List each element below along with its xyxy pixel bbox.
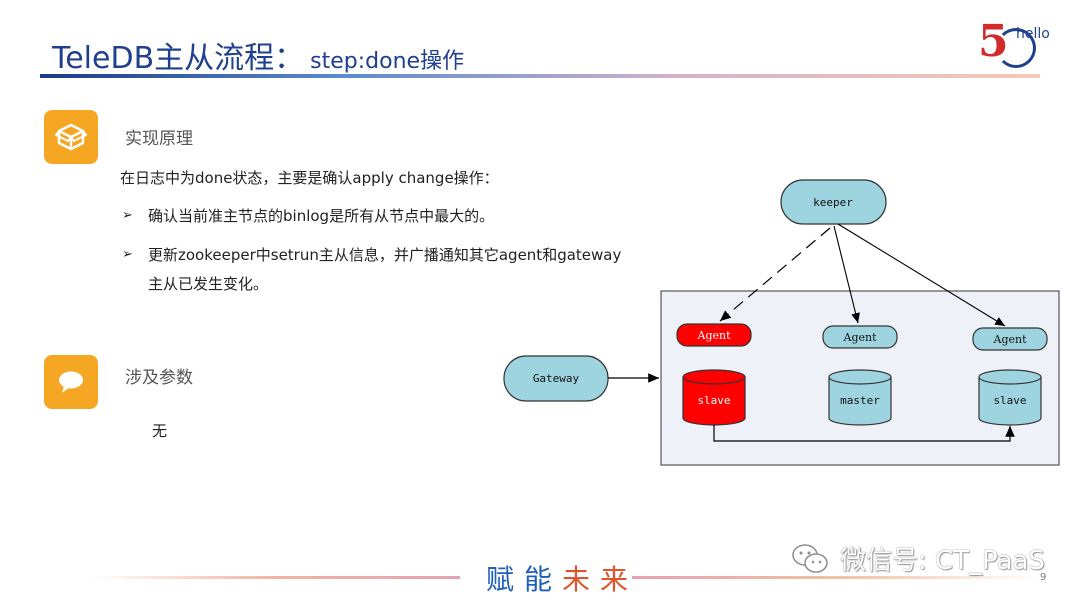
gateway-node: Gateway xyxy=(503,355,609,402)
5g-hello-logo: 5 hello xyxy=(978,16,1058,74)
arrow-bullet-icon: ➢ xyxy=(122,247,133,262)
keeper-to-agent-left-dashed-arrow xyxy=(719,227,831,322)
gateway-label: Gateway xyxy=(533,372,580,385)
title-sub: step:done操作 xyxy=(310,49,465,74)
footer-divider-left xyxy=(90,576,460,579)
keeper-node: keeper xyxy=(780,179,887,225)
keeper-to-agent-right-arrow xyxy=(837,223,1006,327)
slogan-part1: 赋能 xyxy=(486,563,563,596)
footer-slogan: 赋能未来 xyxy=(486,558,638,598)
page-title: TeleDB主从流程：step:done操作 xyxy=(52,33,464,77)
slogan-part2: 未来 xyxy=(562,563,639,596)
bullet-text: 更新zookeeper中setrun主从信息，并广播通知其它agent和gate… xyxy=(148,246,622,264)
agent-node-left: Agent xyxy=(676,323,752,347)
wechat-icon xyxy=(792,544,828,573)
database-label: master xyxy=(840,394,880,407)
agent-node-middle: Agent xyxy=(822,325,898,349)
logo-ring xyxy=(996,28,1036,68)
database-left-slave: slave xyxy=(682,369,746,426)
agent-label: Agent xyxy=(843,331,878,344)
section-heading-principle: 实现原理 xyxy=(125,129,193,149)
database-label: slave xyxy=(697,394,730,407)
title-main: TeleDB主从流程： xyxy=(52,41,305,76)
database-right-slave: slave xyxy=(978,369,1042,426)
bullet-text: 主从已发生变化。 xyxy=(148,275,269,293)
database-label: slave xyxy=(993,394,1026,407)
chat-bubble-icon xyxy=(44,355,98,409)
database-middle-master: master xyxy=(828,369,892,426)
page-number: 9 xyxy=(1040,572,1047,583)
logo-word: hello xyxy=(1016,26,1050,42)
section-heading-params: 涉及参数 xyxy=(125,368,193,388)
title-underline xyxy=(40,74,1040,78)
agent-label: Agent xyxy=(697,329,732,342)
bullet-text: 确认当前准主节点的binlog是所有从节点中最大的。 xyxy=(148,207,495,225)
footer-divider-right xyxy=(632,576,1042,579)
replication-arrow xyxy=(713,425,1015,442)
section-intro: 在日志中为done状态，主要是确认apply change操作： xyxy=(120,169,499,187)
box-icon xyxy=(44,110,98,164)
arrow-bullet-icon: ➢ xyxy=(122,208,133,223)
agent-label: Agent xyxy=(993,333,1028,346)
params-value: 无 xyxy=(152,422,168,440)
agent-node-right: Agent xyxy=(972,327,1048,351)
keeper-label: keeper xyxy=(813,196,853,209)
watermark-text: 微信号: CT_PaaS xyxy=(840,546,1045,576)
keeper-to-agent-middle-arrow xyxy=(833,225,860,324)
